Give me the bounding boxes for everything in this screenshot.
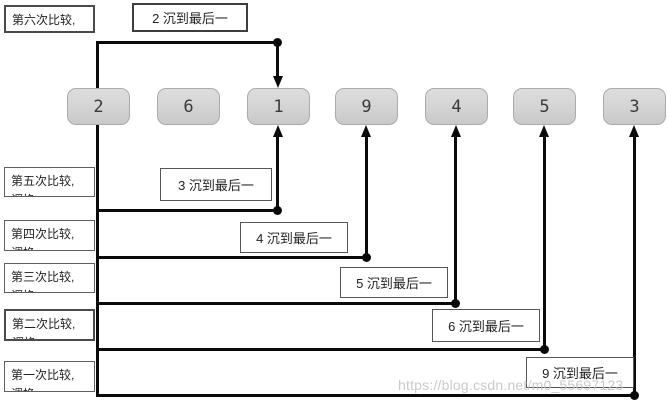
watermark-url: https://blog.csdn.net/m0_55697123 bbox=[398, 377, 624, 393]
connector-branch-pass2 bbox=[96, 348, 547, 351]
junction-dot bbox=[273, 206, 282, 215]
pass-label-6: 第六次比较, 调换 bbox=[4, 5, 95, 33]
connector-branch-pass5 bbox=[96, 209, 281, 212]
array-item-box: 6 bbox=[157, 88, 220, 125]
array-item-box: 2 bbox=[67, 88, 130, 125]
connector-top-rise bbox=[96, 41, 99, 88]
array-item-box: 3 bbox=[603, 88, 666, 125]
connector-riser-slot5 bbox=[454, 137, 457, 305]
connector-riser-slot7 bbox=[633, 137, 636, 397]
sink-callout-9: 9 沉到最后一 bbox=[526, 357, 634, 388]
array-item-box: 9 bbox=[335, 88, 398, 125]
arrowhead-up bbox=[273, 125, 283, 137]
junction-dot bbox=[273, 38, 282, 47]
pass-label-3: 第三次比较, 调换 bbox=[4, 263, 95, 293]
junction-dot bbox=[540, 345, 549, 354]
connector-top-drop bbox=[276, 41, 279, 77]
connector-branch-pass3 bbox=[96, 302, 459, 305]
connector-riser-slot6 bbox=[543, 137, 546, 351]
pass-label-2: 第二次比较, 调换 bbox=[4, 309, 95, 341]
arrowhead-down bbox=[273, 76, 283, 88]
connector-riser-slot3 bbox=[276, 137, 279, 212]
sink-callout-2: 2 沉到最后一 bbox=[132, 3, 248, 32]
connector-branch-pass1 bbox=[96, 394, 637, 397]
connector-trunk bbox=[96, 125, 99, 397]
sink-callout-3: 3 沉到最后一 bbox=[160, 168, 272, 201]
arrowhead-up bbox=[629, 125, 639, 137]
junction-dot bbox=[630, 391, 639, 400]
junction-dot bbox=[451, 299, 460, 308]
connector-riser-slot4 bbox=[365, 137, 368, 259]
arrowhead-up bbox=[451, 125, 461, 137]
pass-label-5: 第五次比较, 调换 bbox=[4, 167, 95, 197]
junction-dot bbox=[362, 253, 371, 262]
array-item-box: 1 bbox=[247, 88, 310, 125]
sink-callout-6: 6 沉到最后一 bbox=[432, 309, 540, 342]
array-item-box: 4 bbox=[425, 88, 488, 125]
pass-label-4: 第四次比较, 调换 bbox=[4, 220, 95, 251]
sink-callout-4: 4 沉到最后一 bbox=[240, 222, 348, 253]
sink-callout-5: 5 沉到最后一 bbox=[340, 267, 448, 298]
connector-top-across bbox=[96, 41, 281, 44]
array-item-box: 5 bbox=[513, 88, 576, 125]
pass-label-1: 第一次比较, 调换 bbox=[4, 361, 95, 392]
arrowhead-up bbox=[539, 125, 549, 137]
arrowhead-up bbox=[361, 125, 371, 137]
connector-branch-pass4 bbox=[96, 256, 369, 259]
